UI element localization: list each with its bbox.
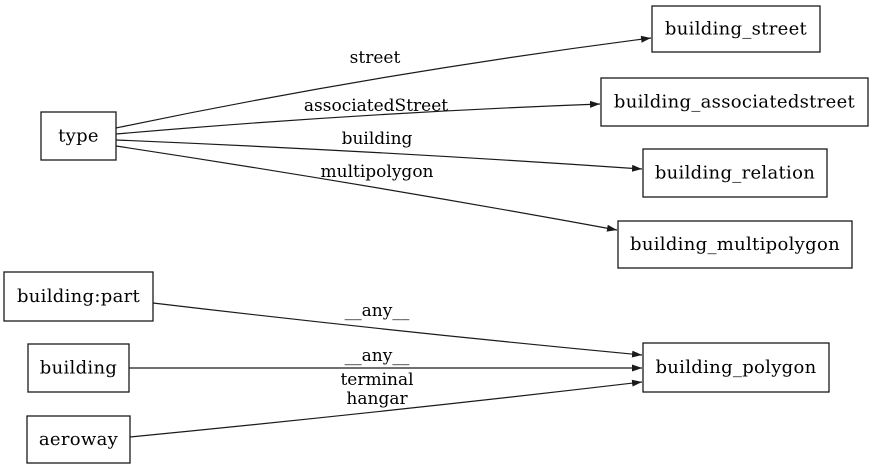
node-label: building_street [665, 19, 808, 40]
node-building_street: building_street [651, 5, 821, 53]
node-box [3, 271, 154, 322]
edge-label: __any__ [345, 301, 410, 321]
node-building_relation: building_relation [642, 148, 828, 198]
edge-line [115, 139, 643, 172]
node-building_associatedstreet: building_associatedstreet [600, 77, 869, 127]
node-aeroway: aeroway [26, 415, 131, 464]
node-box [642, 148, 828, 198]
node-building_multipolygon: building_multipolygon [617, 220, 853, 269]
edge-type-to-building_multipolygon: multipolygon [115, 145, 618, 232]
node-label: building_multipolygon [630, 234, 840, 255]
node-building_part: building:part [3, 271, 154, 322]
edge-type-to-building_associatedstreet: associatedStreet [115, 96, 601, 135]
edge-line [115, 100, 601, 135]
edge-building-to-building_polygon: __any__ [129, 346, 642, 372]
node-building_polygon: building_polygon [642, 342, 830, 393]
node-type: type [40, 111, 117, 161]
edge-label: multipolygon [321, 162, 434, 182]
node-label: building:part [17, 286, 141, 307]
edge-label: hangar [346, 389, 408, 409]
edge-type-to-building_street: street [115, 35, 652, 129]
node-label: aeroway [39, 429, 119, 450]
node-box [642, 342, 830, 393]
edge-line [129, 379, 643, 438]
node-box [600, 77, 869, 127]
edge-label: __any__ [345, 346, 410, 366]
node-box [651, 5, 821, 53]
node-box [40, 111, 117, 161]
edge-type-to-building_relation: building [115, 129, 643, 172]
node-label: building_polygon [655, 357, 816, 378]
node-label: building [40, 358, 117, 379]
node-building: building [27, 343, 130, 393]
edge-label: building [342, 129, 413, 149]
edge-label: terminal [340, 370, 413, 390]
edge-building_part-to-building_polygon: __any__ [152, 301, 643, 358]
edge-label: associatedStreet [304, 96, 448, 116]
node-label: type [58, 126, 99, 147]
edge-line [152, 302, 643, 358]
node-box [26, 415, 131, 464]
node-box [27, 343, 130, 393]
edge-line [115, 35, 652, 129]
node-label: building_relation [655, 163, 815, 184]
node-box [617, 220, 853, 269]
node-label: building_associatedstreet [614, 92, 856, 113]
edge-line [115, 145, 618, 232]
edge-label: street [350, 48, 401, 68]
